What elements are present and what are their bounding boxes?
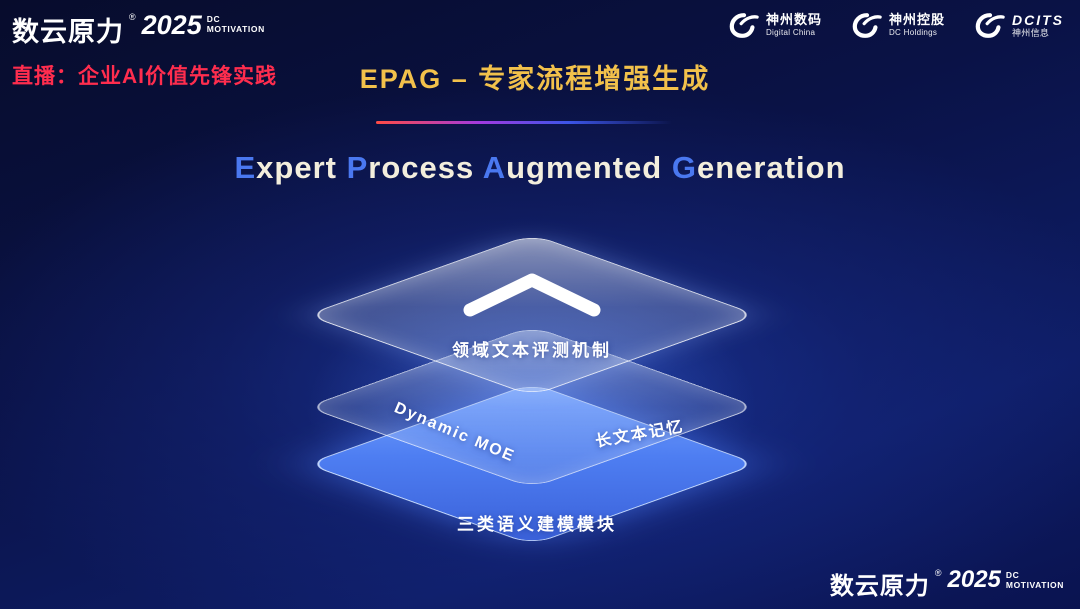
dc-holdings-swoosh-icon [852,12,882,39]
subtitle: Expert Process Augmented Generation [0,150,1080,186]
subtitle-segment: G [671,150,697,185]
subtitle-segment: xpert [256,150,347,185]
layer-label-semantic-modeling: 三类语义建模模块 [457,515,617,534]
partner-name-primary: 神州控股 [888,12,945,28]
live-stream-label: 直播：企业AI价值先锋实践 [12,65,277,88]
partner-dcits: DCITS 神州信息 [975,12,1064,39]
digital-china-swoosh-icon [729,12,759,39]
subtitle-segment: ugmented [506,150,672,185]
partner-digital-china: 神州数码 Digital China [729,12,822,39]
dcits-swoosh-icon [975,12,1005,39]
partner-name-secondary: 神州信息 [1012,28,1050,39]
brand-tagline-line2: MOTIVATION [1005,579,1064,590]
partner-dc-holdings: 神州控股 DC Holdings [852,12,945,39]
brand-name: 数云原力 [829,573,930,600]
partner-name-primary: DCITS [1012,12,1064,29]
brand-name: 数云原力 [12,17,124,47]
subtitle-segment: rocess [368,150,483,185]
partner-text: 神州数码 Digital China [765,12,822,38]
brand-tagline-line1: DC [206,14,221,24]
registered-mark-icon: ® [129,12,136,22]
brand-logo-top-left: 数云原力 ® 2025 DC MOTIVATION [12,10,265,49]
page-title: EPAG – 专家流程增强生成 [359,64,711,94]
partner-name-primary: 神州数码 [765,12,822,28]
brand-tagline: DC MOTIVATION [206,14,265,35]
brand-year: 2025 [141,10,202,40]
subtitle-segment: E [234,150,257,185]
brand-logo-bottom-right: 数云原力 ® 2025 DC MOTIVATION [830,566,1064,601]
partner-name-secondary: Digital China [765,28,816,38]
gradient-divider [376,121,672,124]
subtitle-segment: eneration [696,150,846,185]
brand-tagline: DC MOTIVATION [1005,570,1064,591]
partner-text: 神州控股 DC Holdings [888,12,945,38]
layer-label-evaluation: 领域文本评测机制 [452,341,612,360]
partner-text: DCITS 神州信息 [1012,12,1064,38]
registered-mark-icon: ® [934,568,942,578]
brand-tagline-line2: MOTIVATION [206,23,265,34]
partner-name-secondary: DC Holdings [888,28,938,38]
brand-year: 2025 [947,566,1001,593]
chevron-up-icon [462,272,602,318]
subtitle-segment: A [482,150,507,185]
brand-tagline-line1: DC [1005,570,1020,580]
partner-logos: 神州数码 Digital China 神州控股 DC Holdings [729,12,1064,39]
subtitle-segment: P [346,150,369,185]
